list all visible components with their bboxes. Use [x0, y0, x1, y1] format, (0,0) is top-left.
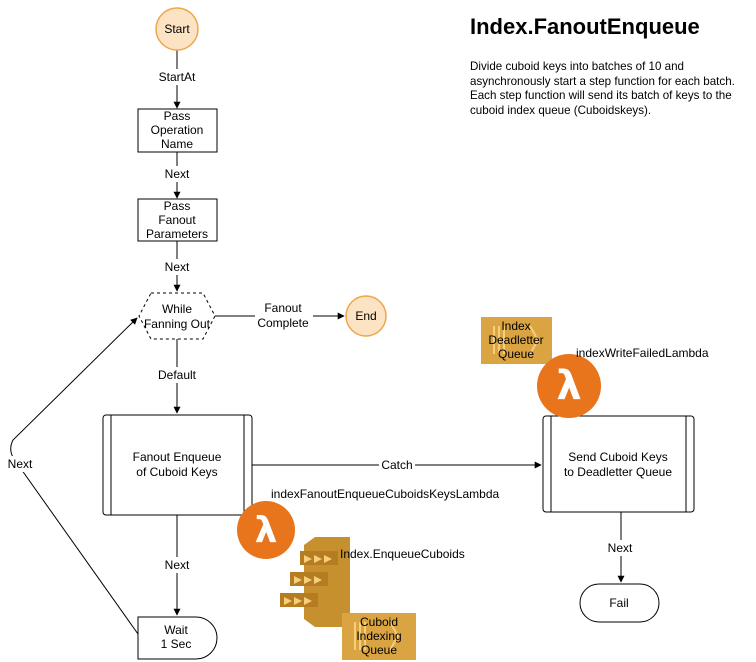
write-failed-lambda-label: indexWriteFailedLambda	[576, 346, 709, 360]
deadletter-queue-line-2: Deadletter	[488, 333, 543, 347]
node-pass-fanout-parameters[interactable]: Pass Fanout Parameters	[137, 198, 218, 242]
label-fanout-complete-1: Fanout	[264, 301, 302, 315]
write-failed-lambda-circle	[537, 354, 601, 418]
deadletter-queue-bars	[493, 326, 505, 354]
lambda-icon-glyph: λ	[255, 510, 278, 551]
while-line-1: While	[162, 302, 192, 316]
fanout-task-line-1: Fanout Enqueue	[133, 450, 222, 464]
cuboid-queue-line-1: Cuboid	[360, 615, 398, 629]
deadletter-queue-line-3: Queue	[498, 347, 534, 361]
step-functions-chevrons-3	[284, 597, 312, 605]
lambda-icon-circle	[237, 501, 295, 559]
pass-fanout-line-2: Fanout	[158, 213, 196, 227]
pass-fanout-line-1: Pass	[164, 199, 191, 213]
label-default: Default	[158, 368, 197, 382]
pass-op-box	[137, 108, 218, 153]
deadletter-queue-box	[481, 317, 552, 364]
send-task-line-2: to Deadletter Queue	[564, 465, 672, 479]
node-wait[interactable]: Wait 1 Sec	[137, 616, 218, 660]
sqs-queue-icon: Index Deadletter Queue	[481, 317, 552, 364]
node-end[interactable]: End	[345, 295, 387, 337]
pass-fanout-line-3: Parameters	[146, 227, 208, 241]
pass-op-line-2: Operation	[151, 123, 204, 137]
deadletter-queue-line-1: Index	[501, 319, 530, 333]
send-task-box	[542, 415, 695, 513]
deadletter-queue-chevron	[529, 325, 540, 355]
label-next-2: Next	[165, 260, 190, 274]
node-fail[interactable]: Fail	[579, 583, 660, 623]
while-hexagon	[138, 292, 216, 340]
node-start[interactable]: Start	[155, 7, 199, 51]
cuboid-queue-line-2: Indexing	[356, 629, 401, 643]
pass-fanout-box	[137, 198, 218, 242]
label-next-loop: Next	[8, 457, 33, 471]
label-start-at: StartAt	[159, 70, 196, 84]
start-circle	[155, 7, 199, 51]
step-functions-icon	[280, 537, 350, 627]
label-next-fail: Next	[608, 541, 633, 555]
diagram-description: Divide cuboid keys into batches of 10 an…	[470, 60, 735, 117]
pass-op-line-3: Name	[161, 137, 193, 151]
end-label: End	[355, 309, 376, 323]
step-functions-chevrons-1	[304, 555, 332, 563]
node-fanout-enqueue[interactable]: Fanout Enqueue of Cuboid Keys	[102, 414, 253, 516]
node-pass-operation-name[interactable]: Pass Operation Name	[137, 108, 218, 153]
while-line-2: Fanning Out	[144, 317, 211, 331]
lambda-icon: λ	[537, 354, 601, 418]
fanout-lambda-label: indexFanoutEnqueueCuboidsKeysLambda	[271, 487, 499, 501]
label-fanout-complete-2: Complete	[257, 316, 309, 330]
wait-line-1: Wait	[164, 623, 188, 637]
cuboid-queue-bars	[354, 622, 366, 650]
start-label: Start	[164, 22, 190, 36]
fanout-task-box	[102, 414, 253, 516]
label-catch: Catch	[381, 458, 412, 472]
label-next-3: Next	[165, 558, 190, 572]
write-failed-lambda-glyph: λ	[556, 363, 581, 409]
pass-op-line-1: Pass	[164, 109, 191, 123]
cuboid-queue-chevron	[389, 621, 400, 651]
sqs-queue-icon: Cuboid Indexing Queue	[342, 613, 416, 660]
send-task-line-1: Send Cuboid Keys	[568, 450, 667, 464]
wait-shape	[137, 616, 218, 660]
label-next-1: Next	[165, 167, 190, 181]
edge-labels: StartAt Next Next Fanout Complete Defaul…	[4, 69, 638, 573]
lambda-icon: λ	[237, 501, 295, 559]
step-functions-chevrons-2	[294, 576, 322, 584]
end-circle	[345, 295, 387, 337]
node-while-fanning-out[interactable]: While Fanning Out	[138, 292, 216, 340]
fail-shape	[579, 583, 660, 623]
diagram-title: Index.FanoutEnqueue	[470, 14, 700, 39]
fanout-task-line-2: of Cuboid Keys	[136, 465, 217, 479]
node-send-deadletter[interactable]: Send Cuboid Keys to Deadletter Queue	[542, 415, 695, 513]
wait-line-2: 1 Sec	[161, 637, 192, 651]
enqueue-step-label: Index.EnqueueCuboids	[340, 547, 465, 561]
fail-label: Fail	[609, 596, 628, 610]
cuboid-queue-line-3: Queue	[361, 643, 397, 657]
